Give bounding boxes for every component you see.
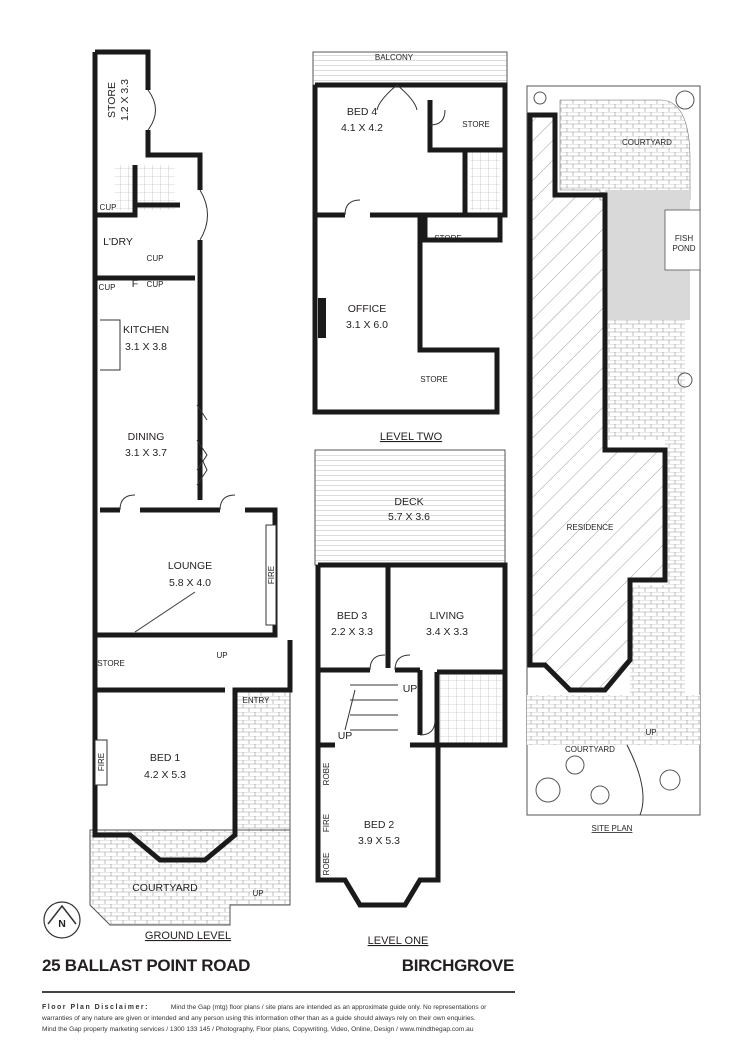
room-label: KITCHEN: [123, 324, 169, 336]
stair-label: UP: [403, 683, 418, 695]
level-one-labels: DECK 5.7 X 3.6 BED 3 2.2 X 3.3 LIVING 3.…: [322, 496, 468, 947]
stair-label: UP: [645, 728, 656, 737]
level-title: GROUND LEVEL: [145, 930, 231, 942]
north-arrow-icon: N: [43, 901, 81, 939]
room-label: OFFICE: [348, 303, 387, 315]
room-label: BED 2: [364, 819, 395, 831]
room-label: STORE: [462, 120, 489, 129]
room-dimensions: 1.2 X 3.3: [119, 79, 131, 121]
room-label: CUP: [99, 283, 116, 292]
stair-label: UP: [216, 651, 227, 660]
ground-level-plan: [89, 49, 293, 926]
room-dimensions: 3.1 X 3.7: [125, 447, 167, 459]
courtyard-paving: [89, 829, 291, 926]
stair-label: UP: [338, 730, 353, 742]
room-label: ROBE: [322, 763, 331, 786]
room-label: F: [132, 278, 138, 290]
room-dimensions: 4.1 X 4.2: [341, 122, 383, 134]
room-dimensions: 5.7 X 3.6: [388, 511, 430, 523]
room-label: COURTYARD: [132, 882, 198, 894]
room-label: CUP: [147, 254, 164, 263]
room-dimensions: 2.2 X 3.3: [331, 626, 373, 638]
room-label: DECK: [394, 496, 423, 508]
level-title: SITE PLAN: [592, 824, 633, 833]
site-plan: [526, 85, 701, 816]
room-dimensions: 3.1 X 6.0: [346, 319, 388, 331]
room-label: CUP: [147, 280, 164, 289]
balcony-deck: [312, 51, 508, 86]
stair-label: UP: [252, 889, 263, 898]
deck-boards: [314, 449, 506, 566]
disclaimer: Floor Plan Disclaimer: Mind the Gap (mtg)…: [42, 1002, 522, 1035]
level-two-labels: BALCONY BED 4 4.1 X 4.2 STORE STORE OFFI…: [341, 53, 490, 443]
property-suburb: BIRCHGROVE: [401, 956, 515, 975]
room-label: STORE: [97, 659, 124, 668]
disclaimer-line: warranties of any nature are given or in…: [42, 1015, 476, 1022]
room-label: STORE: [420, 375, 447, 384]
room-label: ENTRY: [243, 696, 271, 705]
disclaimer-heading: Floor Plan Disclaimer:: [42, 1004, 149, 1011]
room-label: BED 4: [347, 106, 378, 118]
room-label: CUP: [100, 203, 117, 212]
room-dimensions: 3.9 X 5.3: [358, 835, 400, 847]
fireplace: [265, 524, 277, 626]
property-address: 25 BALLAST POINT ROAD: [42, 956, 251, 975]
room-dimensions: 3.4 X 3.3: [426, 626, 468, 638]
room-label: BALCONY: [375, 53, 414, 62]
room-label: DINING: [128, 431, 165, 443]
room-label: FIRE: [322, 814, 331, 832]
area-label: COURTYARD: [622, 138, 672, 147]
room-label: ROBE: [322, 853, 331, 876]
fish-pond: [664, 209, 701, 271]
level-two-plan: [312, 51, 508, 415]
svg-text:N: N: [58, 918, 66, 930]
fireplace: [94, 739, 108, 786]
room-label: STORE: [106, 82, 118, 118]
area-label: POND: [672, 244, 695, 253]
room-label: L'DRY: [103, 236, 133, 248]
entry-paving: [234, 689, 291, 831]
ground-level-labels: STORE 1.2 X 3.3 CUP L'DRY CUP CUP F CUP …: [97, 79, 276, 942]
area-label: RESIDENCE: [567, 523, 614, 532]
room-dimensions: 3.1 X 3.8: [125, 341, 167, 353]
residence-footprint: [527, 112, 668, 693]
level-title: LEVEL ONE: [368, 935, 429, 947]
disclaimer-line: Mind the Gap property marketing services…: [42, 1026, 474, 1033]
room-label: FIRE: [267, 566, 276, 584]
level-title: LEVEL TWO: [380, 431, 443, 443]
room-dimensions: 5.8 X 4.0: [169, 577, 211, 589]
area-label: COURTYARD: [565, 745, 615, 754]
room-label: BED 1: [150, 752, 181, 764]
area-label: FISH: [675, 234, 693, 243]
room-dimensions: 4.2 X 5.3: [144, 769, 186, 781]
footer-divider: [42, 991, 515, 993]
room-label: LIVING: [430, 610, 464, 622]
disclaimer-line: Mind the Gap (mtg) floor plans / site pl…: [170, 1004, 487, 1011]
room-label: STORE: [434, 234, 461, 243]
site-plan-labels: COURTYARD FISH POND RESIDENCE COURTYARD …: [565, 138, 696, 833]
level-one-plan: [314, 449, 508, 908]
room-label: LOUNGE: [168, 560, 212, 572]
room-label: BED 3: [337, 610, 368, 622]
room-label: FIRE: [97, 753, 106, 771]
